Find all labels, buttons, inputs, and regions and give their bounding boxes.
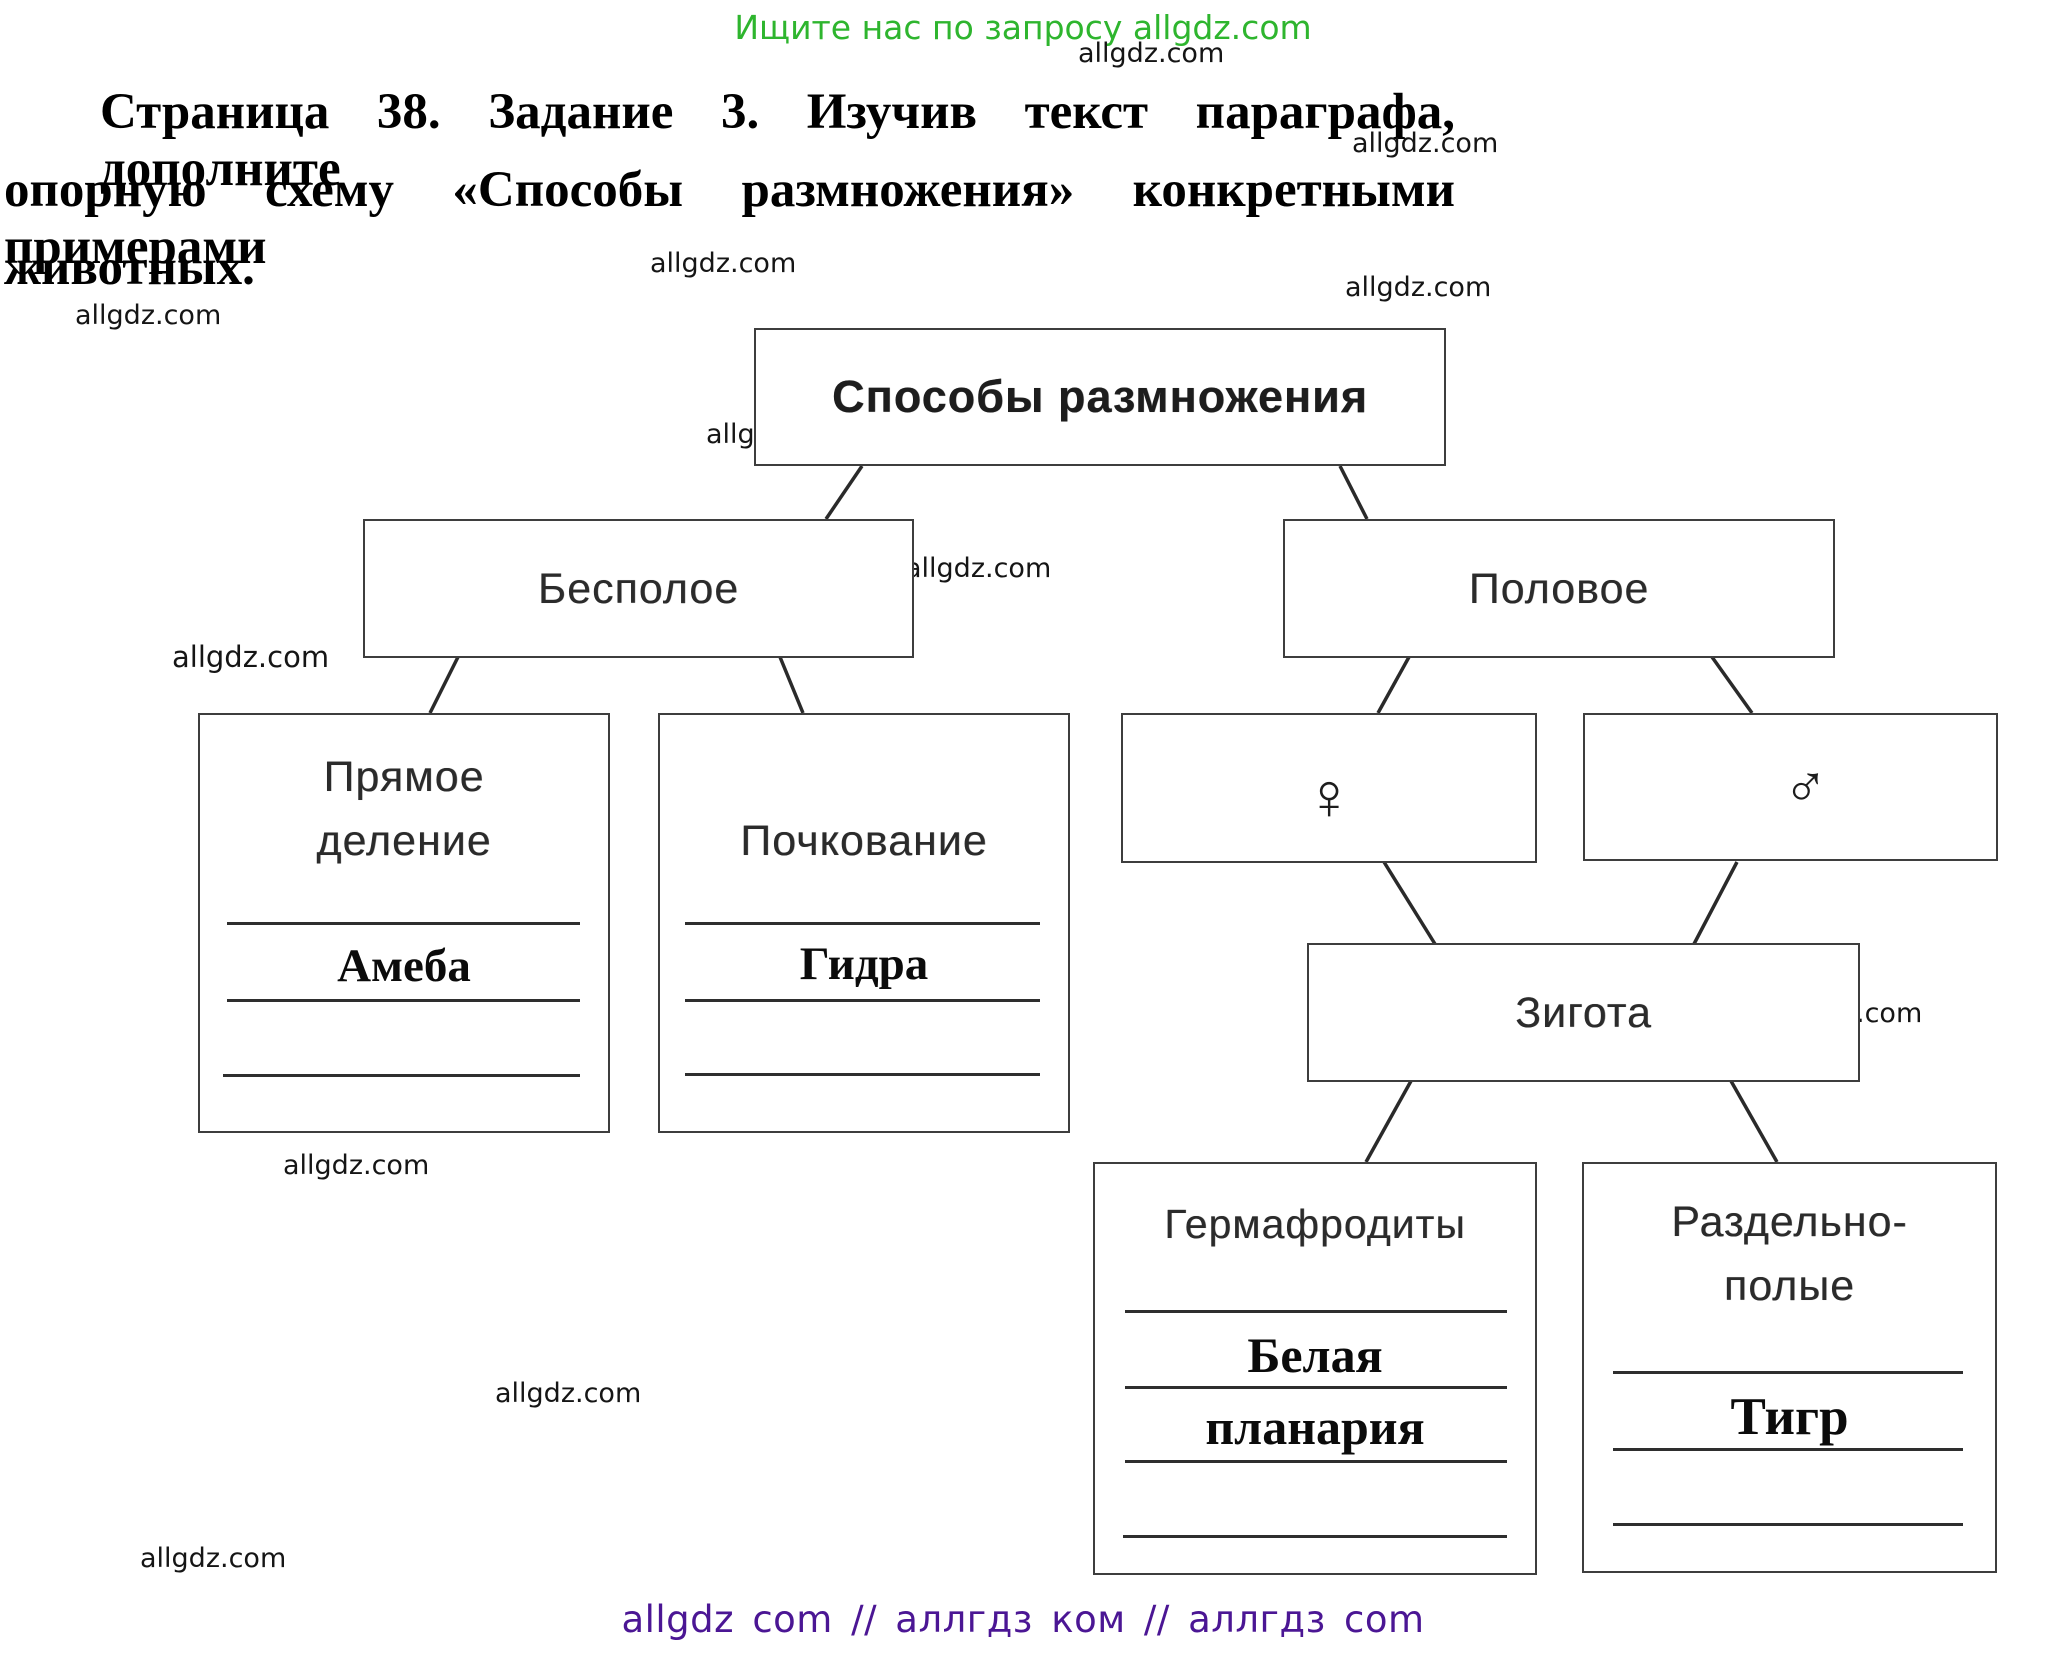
watermark: allgdz.com <box>75 300 222 331</box>
female-box: ♀ <box>1121 713 1537 863</box>
answer-blank-line <box>1125 1310 1507 1313</box>
hermaphrodites-title: Гермафродиты <box>1164 1201 1466 1247</box>
answer-blank-line <box>1613 1371 1963 1374</box>
heading-line-3: животных. <box>4 240 255 296</box>
root-box-label: Способы размножения <box>832 371 1368 422</box>
answer-blank-line <box>685 999 1040 1002</box>
direct-division-answer: Амеба <box>337 940 471 992</box>
answer-blank-line <box>1613 1523 1963 1526</box>
budding-answer: Гидра <box>799 938 929 990</box>
answer-blank-line <box>1613 1448 1963 1451</box>
watermark: allgdz.com <box>1345 272 1492 303</box>
male-box: ♂ <box>1583 713 1998 861</box>
dioecious-box: Раздельно- полые <box>1582 1162 1997 1573</box>
sexual-box-label: Половое <box>1468 564 1650 613</box>
hermaphrodites-box: Гермафродиты <box>1093 1162 1537 1575</box>
dioecious-title-line2: полые <box>1723 1262 1856 1310</box>
dioecious-answer: Тигр <box>1730 1388 1849 1446</box>
hermaphrodites-answer-line1: Белая <box>1247 1327 1383 1383</box>
answer-blank-line <box>223 1074 580 1077</box>
asexual-box: Бесполое <box>363 519 914 658</box>
answer-blank-line <box>685 922 1040 925</box>
watermark: allgdz.com <box>1352 128 1499 159</box>
watermark: allgdz.com <box>172 640 330 674</box>
answer-blank-line <box>227 922 580 925</box>
watermark: allgdz.com <box>650 248 797 279</box>
footer-text: allgdz com // аллгдз ком // аллгдз com <box>621 1598 1425 1641</box>
male-symbol: ♂ <box>1783 753 1828 820</box>
watermark: allgdz.com <box>283 1150 430 1181</box>
direct-division-title: Прямое деление <box>316 715 491 873</box>
hermaphrodites-answer-line2: планария <box>1205 1399 1425 1455</box>
root-box: Способы размножения <box>754 328 1446 466</box>
zygote-box: Зигота <box>1307 943 1860 1082</box>
direct-division-title-line1: Прямое <box>323 753 485 801</box>
sexual-box: Половое <box>1283 519 1835 658</box>
zygote-box-label: Зигота <box>1515 988 1652 1037</box>
answer-blank-line <box>685 1073 1040 1076</box>
female-symbol: ♀ <box>1304 759 1354 833</box>
answer-blank-line <box>1125 1386 1507 1389</box>
watermark: allgdz.com <box>495 1378 642 1409</box>
watermark: allgdz.com <box>140 1543 287 1574</box>
answer-blank-line <box>1125 1460 1507 1463</box>
watermark: allgdz.com <box>905 553 1052 584</box>
dioecious-title-line1: Раздельно- <box>1671 1198 1908 1246</box>
asexual-box-label: Бесполое <box>537 564 740 613</box>
green-banner-text: Ищите нас по запросу allgdz.com <box>734 8 1312 47</box>
direct-division-title-line2: деление <box>316 817 492 865</box>
heading-line-2: опорную схему «Способы размножения» конк… <box>4 162 1455 276</box>
heading-line-1: Страница 38. Задание 3. Изучив текст пар… <box>100 84 1455 198</box>
budding-title: Почкование <box>740 817 988 865</box>
answer-blank-line <box>1123 1535 1507 1538</box>
watermark: allgdz.com <box>1078 38 1225 69</box>
dioecious-title: Раздельно- полые <box>1671 1164 1908 1318</box>
answer-blank-line <box>227 999 580 1002</box>
